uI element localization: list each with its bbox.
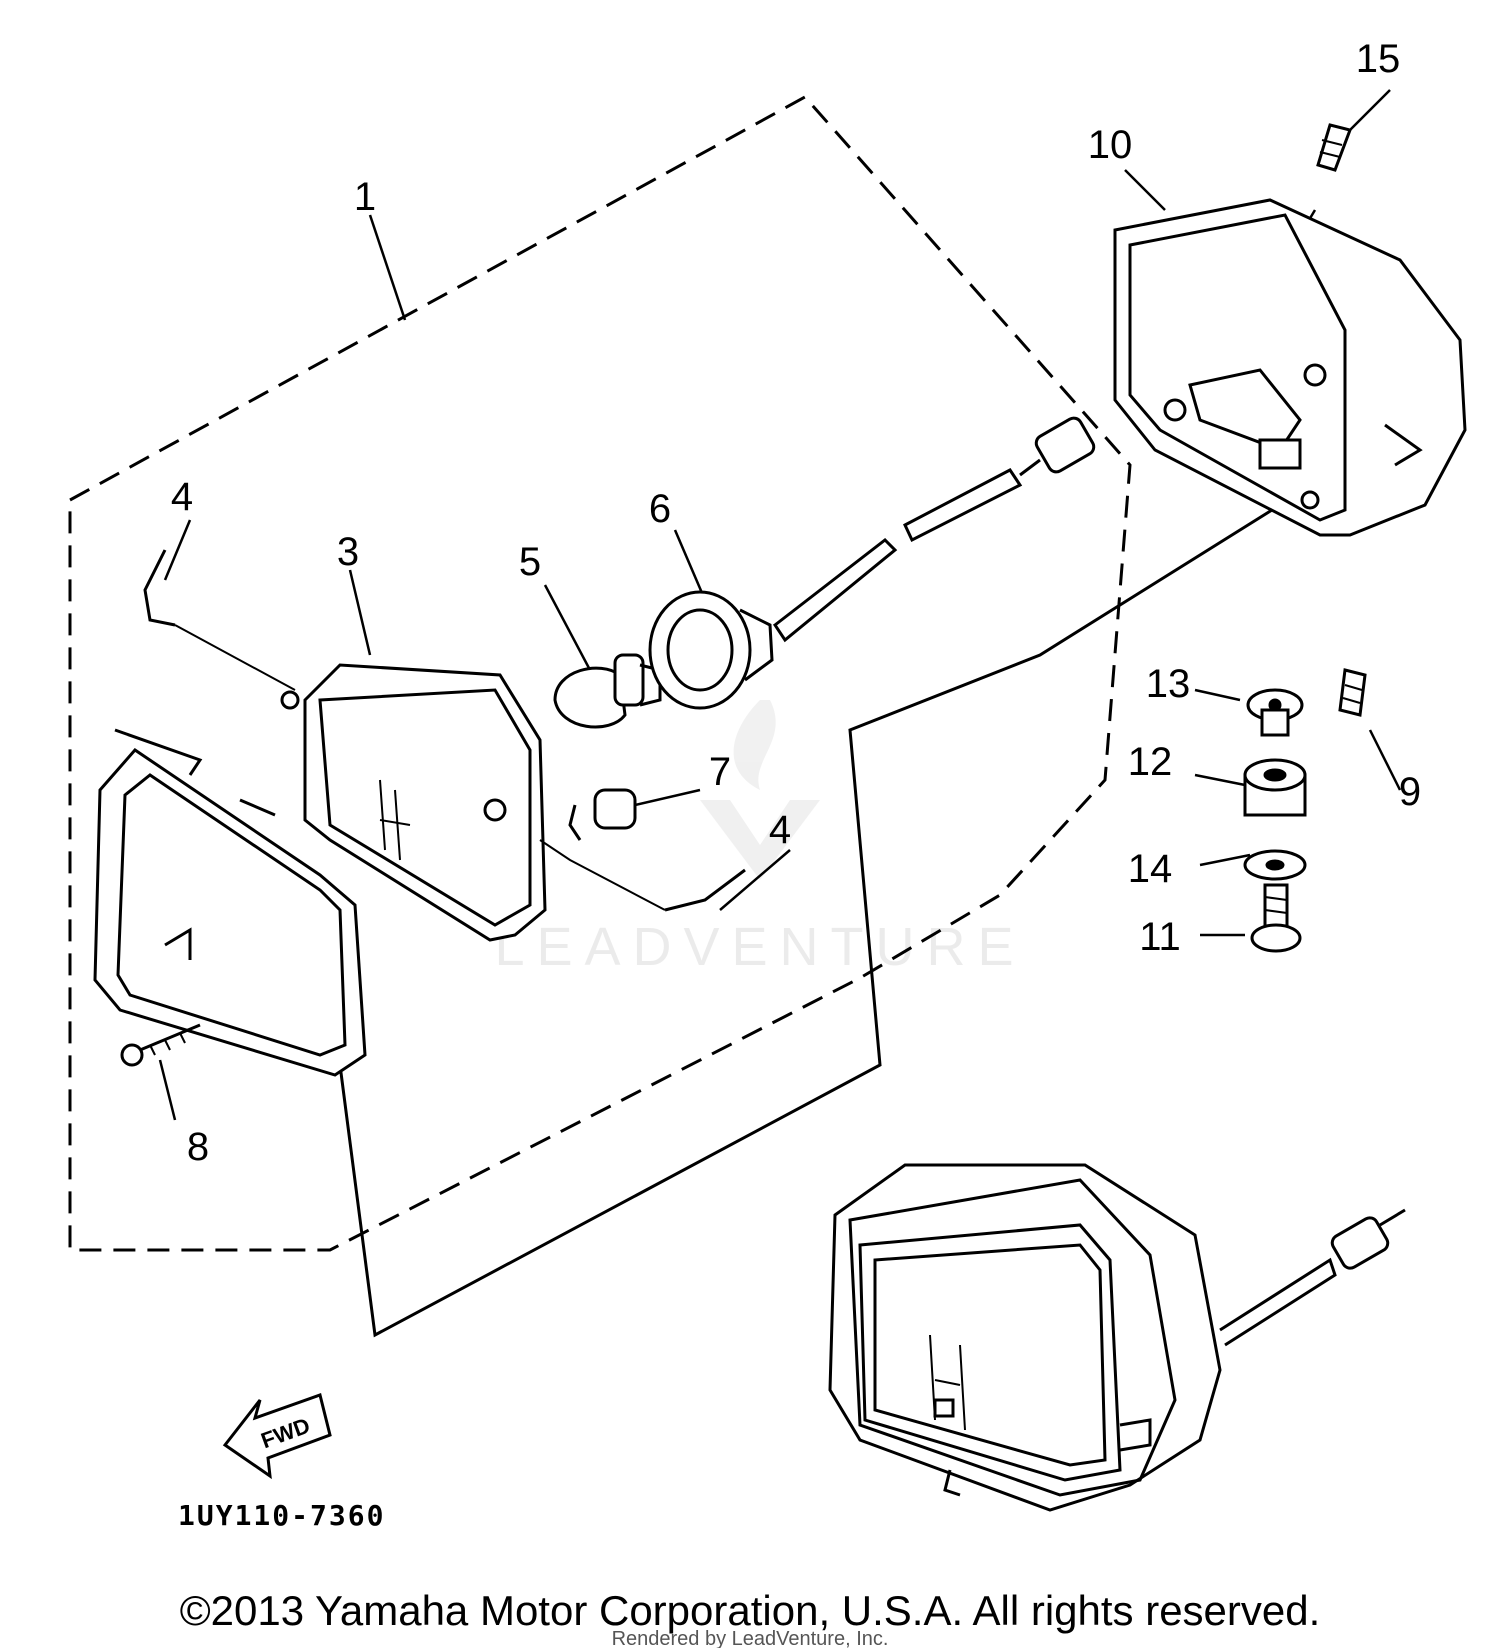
clip-spring-upper — [143, 549, 296, 691]
socket-6 — [648, 590, 774, 710]
callout-9: 9 — [1399, 770, 1421, 814]
bulb-5 — [553, 653, 662, 729]
v-logo-icon — [700, 800, 820, 880]
callout-1: 1 — [354, 175, 376, 219]
callout-7: 7 — [709, 750, 731, 794]
screw-9 — [1338, 668, 1367, 717]
callout-4-lower: 4 — [769, 808, 791, 852]
callout-15: 15 — [1356, 37, 1401, 81]
headlight-rim — [93, 728, 367, 1077]
drawing-code: 1UY110-7360 — [178, 1499, 385, 1532]
watermark: LEADVENTURE — [494, 700, 1025, 977]
assembled-headlight — [828, 1163, 1406, 1512]
rendered-by-text: Rendered by LeadVenture, Inc. — [612, 1628, 889, 1648]
callout-3: 3 — [337, 530, 359, 574]
callout-labels: 1 3 4 5 6 7 4 8 9 10 11 12 13 14 15 — [171, 37, 1421, 1169]
callout-8: 8 — [187, 1125, 209, 1169]
flame-logo-icon — [733, 700, 776, 790]
callout-5: 5 — [519, 540, 541, 584]
watermark-text: LEADVENTURE — [494, 917, 1025, 977]
housing-10 — [1113, 198, 1467, 537]
washer-14 — [1243, 849, 1307, 881]
bolt-11 — [1250, 883, 1302, 953]
bracket-lines — [338, 478, 1321, 1338]
callout-10: 10 — [1088, 123, 1133, 167]
callout-11: 11 — [1139, 915, 1181, 959]
callout-12: 12 — [1128, 740, 1173, 784]
collar-13 — [1246, 688, 1304, 737]
assembly-outline — [68, 95, 1132, 1252]
callout-6: 6 — [649, 487, 671, 531]
grommet-12 — [1243, 758, 1307, 817]
wire-harness — [772, 416, 1096, 643]
cap-7 — [568, 788, 637, 841]
clip-spring-lower — [539, 839, 746, 912]
headlight-unit — [280, 663, 547, 942]
screw-8 — [120, 1023, 201, 1067]
callout-14: 14 — [1128, 847, 1173, 891]
copyright-text: ©2013 Yamaha Motor Corporation, U.S.A. A… — [180, 1587, 1321, 1634]
callout-13: 13 — [1146, 662, 1191, 706]
screw-15 — [1316, 123, 1352, 172]
fwd-arrow-icon: FWD — [222, 1393, 332, 1480]
callout-4-upper: 4 — [171, 475, 193, 519]
